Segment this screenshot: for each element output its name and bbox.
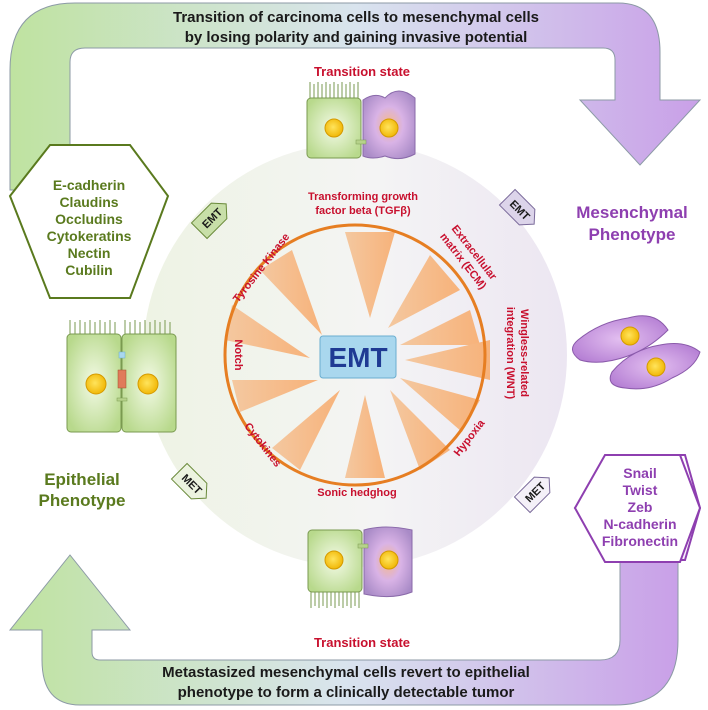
mesenchymal-label-line2: Phenotype — [589, 225, 676, 244]
label-tgfb-2: factor beta (TGFβ) — [315, 205, 411, 217]
top-transition-cells — [306, 82, 416, 160]
epithelial-marker-3: Cytokeratins — [47, 228, 132, 244]
nucleus-icon — [137, 373, 159, 395]
signal-wedges — [225, 232, 490, 478]
label-tgfb-1: Transforming growth — [308, 191, 418, 203]
wedge-tgfb — [345, 232, 395, 318]
svg-text:Wingless-related: Wingless-related — [518, 309, 530, 397]
mesenchymal-marker-2: Zeb — [628, 499, 653, 515]
wedge-hypoxia2 — [390, 390, 450, 470]
nucleus-icon — [324, 550, 344, 570]
top-arc-arrow — [9, 2, 702, 191]
mesenchymal-label-line1: Mesenchymal — [576, 203, 688, 222]
epithelial-marker-4: Nectin — [68, 245, 111, 261]
mesenchymal-marker-0: Snail — [623, 465, 656, 481]
label-wnt: Wingless-related integration (WNT) — [504, 307, 530, 400]
nucleus-icon — [379, 118, 399, 138]
wedge-hypoxia — [400, 378, 480, 432]
transition-top-label: Transition state — [314, 64, 410, 79]
tag-met-left: MET — [170, 462, 208, 500]
svg-text:integration (WNT): integration (WNT) — [504, 307, 516, 400]
bottom-caption-line1: Metastasized mesenchymal cells revert to… — [162, 664, 530, 681]
bottom-transition-cells — [307, 526, 413, 608]
center-label: EMT — [328, 342, 387, 373]
nucleus-icon — [620, 326, 640, 346]
adherens-junction — [117, 369, 127, 389]
mesenchymal-marker-1: Twist — [623, 482, 658, 498]
nucleus-icon — [646, 357, 666, 377]
signal-ring — [223, 223, 487, 487]
wedge-wnt — [405, 340, 490, 380]
mesenchymal-marker-3: N-cadherin — [603, 516, 676, 532]
wedge-tk — [260, 250, 322, 335]
epithelial-marker-1: Claudins — [59, 194, 118, 210]
wedge-shh — [345, 395, 385, 478]
mesenchymal-cells — [572, 315, 701, 390]
label-notch: Notch — [232, 339, 244, 370]
center-emt-box: EMT — [319, 335, 397, 379]
epithelial-cells — [66, 320, 177, 433]
top-caption-line1: Transition of carcinoma cells to mesench… — [173, 9, 539, 26]
nucleus-icon — [379, 550, 399, 570]
top-caption-line2: by losing polarity and gaining invasive … — [185, 29, 528, 46]
desmosome — [116, 397, 128, 402]
epithelial-marker-0: E-cadherin — [53, 177, 125, 193]
label-shh: Sonic hedghog — [317, 487, 396, 499]
epithelial-label-line2: Phenotype — [39, 491, 126, 510]
bottom-caption-line2: phenotype to form a clinically detectabl… — [178, 684, 515, 701]
epithelial-marker-list: E-cadherinClaudinsOccludinsCytokeratinsN… — [47, 177, 132, 278]
epithelial-label-line1: Epithelial — [44, 470, 120, 489]
wedge-ecm2 — [400, 310, 480, 345]
mesenchymal-marker-4: Fibronectin — [602, 533, 678, 549]
epithelial-marker-2: Occludins — [55, 211, 123, 227]
wedge-notch — [225, 305, 310, 358]
bottom-arc-arrow — [8, 539, 679, 706]
wedge-cytokines — [272, 390, 340, 470]
epithelial-marker-5: Cubilin — [65, 262, 112, 278]
epithelial-markers-hexagon: E-cadherinClaudinsOccludinsCytokeratinsN… — [8, 144, 170, 299]
transition-bottom-label: Transition state — [314, 635, 410, 650]
wedge-cytokines2 — [232, 380, 318, 412]
nucleus-icon — [324, 118, 344, 138]
nucleus-icon — [85, 373, 107, 395]
tight-junction — [118, 351, 126, 359]
wedge-ecm — [388, 255, 460, 328]
